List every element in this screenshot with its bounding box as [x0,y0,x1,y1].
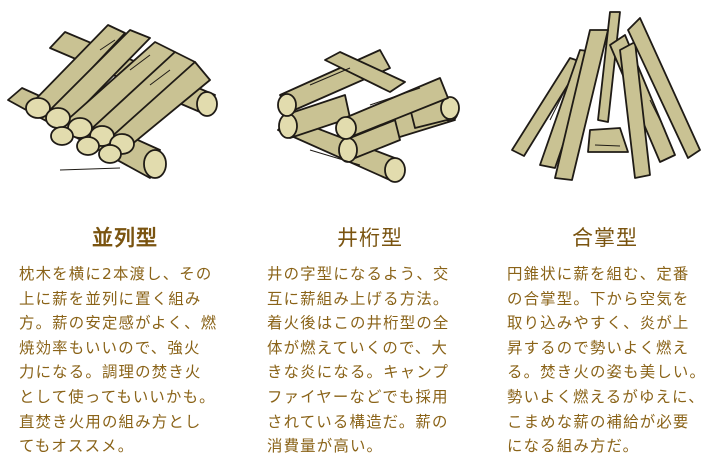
section-description: 円錐状に薪を組む、定番 の合掌型。下から空気を 取り込みやすく、炎が上 昇するの… [507,265,707,456]
section-title: 井桁型 [337,226,403,250]
section-description: 枕木を横に2本渡し、その 上に薪を並列に置く組み 方。薪の安定感がよく、燃 焼効… [19,265,218,456]
crosshatch-firewood-icon [250,0,490,210]
section-crosshatch: 井桁型 井の字型になるよう、交 互に薪組み上げる方法。 着火後はこの井桁型の全 … [250,0,490,458]
section-description: 井の字型になるよう、交 互に薪組み上げる方法。 着火後はこの井桁型の全 体が燃え… [267,265,450,456]
section-teepee: 合掌型 円錐状に薪を組む、定番 の合掌型。下から空気を 取り込みやすく、炎が上 … [490,0,720,458]
parallel-firewood-icon [0,0,250,210]
section-title: 並列型 [92,226,158,250]
section-title: 合掌型 [572,226,638,250]
teepee-firewood-icon [490,0,720,210]
section-parallel: 並列型 枕木を横に2本渡し、その 上に薪を並列に置く組み 方。薪の安定感がよく、… [0,0,250,458]
